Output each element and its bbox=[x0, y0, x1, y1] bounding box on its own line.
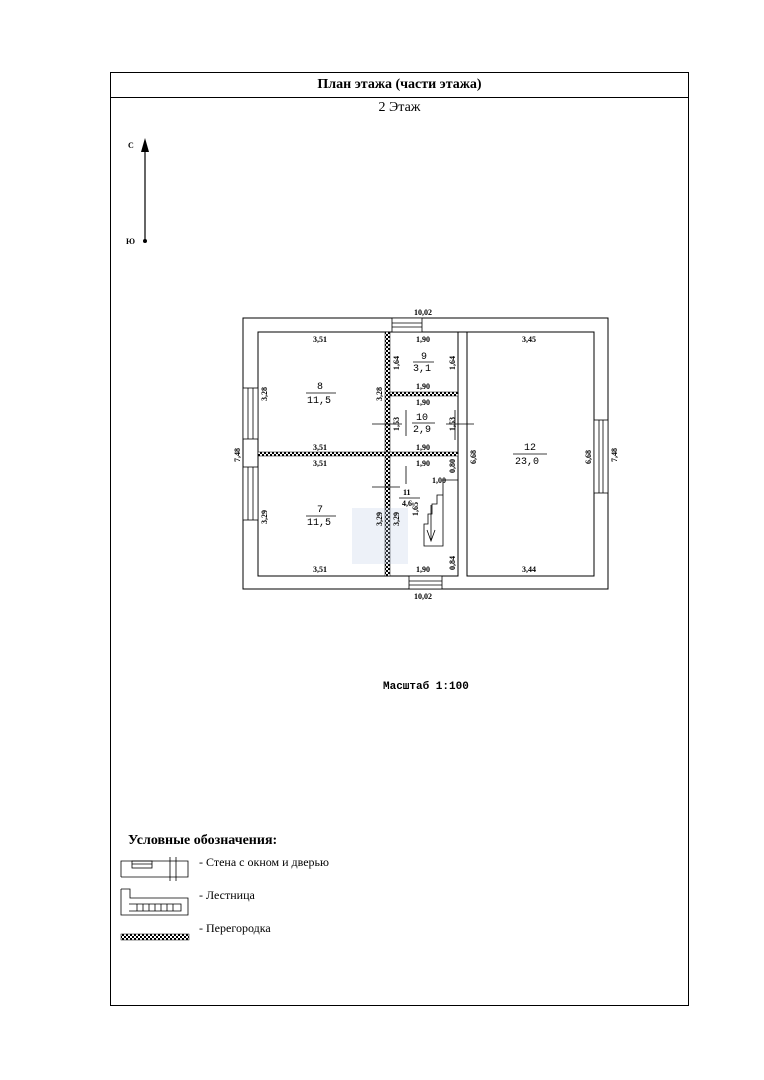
compass-arrow bbox=[141, 138, 149, 243]
door-marks bbox=[372, 410, 474, 488]
legend-title: Условные обозначения: bbox=[128, 833, 278, 848]
compass-north-label: С bbox=[128, 141, 134, 150]
compass-south-label: Ю bbox=[126, 237, 135, 246]
room-7-area: 11,5 bbox=[307, 518, 331, 529]
dim-r11-left: 3,29 bbox=[392, 512, 401, 526]
dim-outer-top: 10,02 bbox=[414, 308, 432, 317]
dim-r7-bottom: 3,51 bbox=[313, 565, 327, 574]
plan-title: План этажа (части этажа) bbox=[111, 73, 688, 98]
window-left-upper bbox=[242, 387, 259, 440]
watermark-logo bbox=[352, 508, 408, 564]
dim-r11-right-bottom: 0,84 bbox=[448, 556, 457, 570]
legend-item-partition: - Перегородка bbox=[199, 921, 271, 935]
window-bottom bbox=[408, 575, 443, 590]
room-7-number: 7 bbox=[317, 505, 323, 516]
window-left-lower bbox=[242, 466, 259, 521]
dim-r12-left: 6,68 bbox=[469, 450, 478, 464]
dim-r7-top: 3,51 bbox=[313, 459, 327, 468]
window-top bbox=[391, 317, 423, 333]
dim-r8-left: 3,28 bbox=[260, 387, 269, 401]
room-9-area: 3,1 bbox=[413, 364, 431, 375]
dim-r11-stair: 1,00 bbox=[432, 476, 446, 485]
dim-r8-bottom: 3,51 bbox=[313, 443, 327, 452]
dim-r10-top: 1,90 bbox=[416, 398, 430, 407]
room-10-area: 2,9 bbox=[413, 425, 431, 436]
room-11-area: 4,6 bbox=[402, 499, 412, 508]
partition-walls bbox=[257, 331, 459, 577]
dim-r9-bottom: 1,90 bbox=[416, 382, 430, 391]
dim-r9-left: 1,64 bbox=[392, 356, 401, 370]
dim-r9-right: 1,64 bbox=[448, 356, 457, 370]
legend-item-stair: - Лестница bbox=[199, 888, 255, 902]
legend-item-wall: - Стена с окном и дверью bbox=[199, 855, 329, 869]
dim-r12-bottom: 3,44 bbox=[522, 565, 536, 574]
dim-r9-top: 1,90 bbox=[416, 335, 430, 344]
scale-label: Масштаб 1:100 bbox=[383, 681, 469, 693]
legend-wall-symbol bbox=[120, 857, 189, 881]
legend-stair-symbol bbox=[120, 888, 189, 916]
dim-r10-left: 1,53 bbox=[392, 417, 401, 431]
room-8-number: 8 bbox=[317, 382, 323, 393]
dim-r7-right: 3,29 bbox=[375, 512, 384, 526]
room-10-number: 10 bbox=[416, 413, 428, 424]
dim-outer-left: 7,48 bbox=[233, 448, 242, 462]
dim-r12-top: 3,45 bbox=[522, 335, 536, 344]
dim-r7-left: 3,29 bbox=[260, 510, 269, 524]
room-12-number: 12 bbox=[524, 443, 536, 454]
window-right bbox=[593, 419, 609, 494]
dim-r11-top: 1,90 bbox=[416, 459, 430, 468]
dim-r10-bottom: 1,90 bbox=[416, 443, 430, 452]
dim-r8-right: 3,28 bbox=[375, 387, 384, 401]
room-9-number: 9 bbox=[421, 352, 427, 363]
dim-r10-right: 1,53 bbox=[448, 417, 457, 431]
dim-r11-bottom: 1,90 bbox=[416, 565, 430, 574]
dim-outer-bottom: 10,02 bbox=[414, 592, 432, 601]
floor-label: 2 Этаж bbox=[378, 100, 421, 115]
dim-r12-right: 6,68 bbox=[584, 450, 593, 464]
dim-r11-stair-length: 1,65 bbox=[411, 502, 420, 516]
plan-frame: План этажа (части этажа) 2 Этаж bbox=[110, 72, 689, 1006]
room-8-area: 11,5 bbox=[307, 396, 331, 407]
dim-outer-right: 7,48 bbox=[610, 448, 619, 462]
dim-r8-top: 3,51 bbox=[313, 335, 327, 344]
staircase bbox=[423, 479, 458, 547]
room-12-area: 23,0 bbox=[515, 457, 539, 468]
dim-r11-right-top: 0,80 bbox=[448, 459, 457, 473]
room-11-number: 11 bbox=[403, 488, 411, 497]
legend-partition-symbol bbox=[120, 933, 190, 941]
